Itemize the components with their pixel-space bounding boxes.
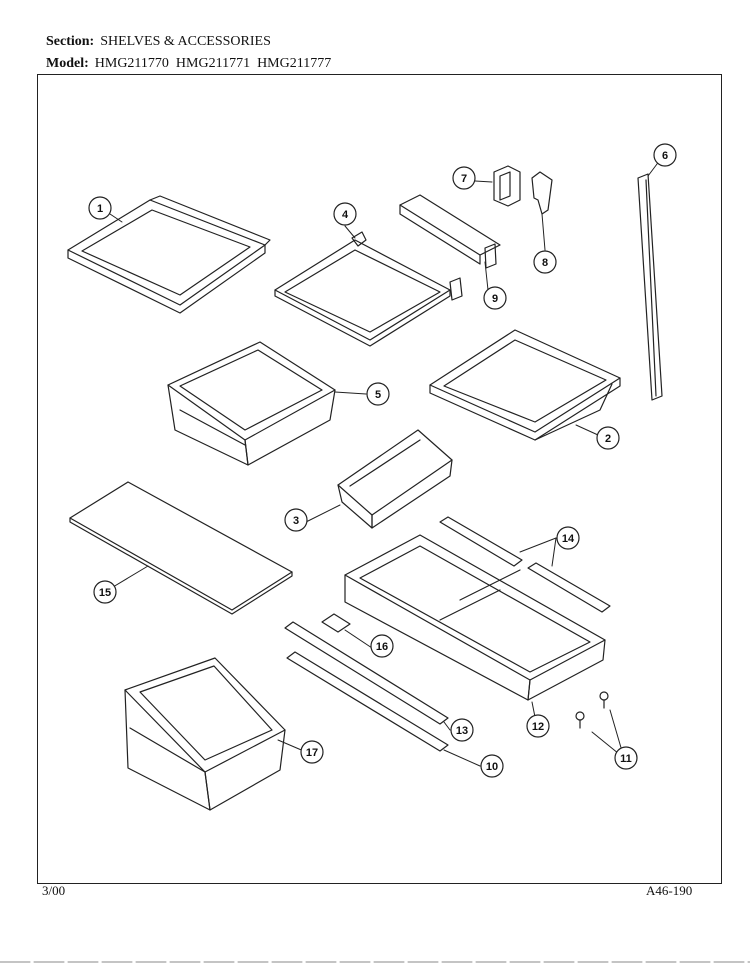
part-9-shelf-rail — [399, 194, 501, 269]
part-17-deli-drawer — [124, 657, 286, 811]
callout-5: 5 — [366, 382, 390, 406]
svg-text:12: 12 — [532, 721, 544, 733]
callout-9: 9 — [483, 286, 507, 310]
part-4-wire-tray-shelf — [274, 231, 463, 347]
revision-date: 3/00 — [42, 883, 66, 898]
part-3-door-bin — [337, 429, 453, 529]
part-13-long-rail — [284, 621, 449, 725]
svg-text:3: 3 — [293, 515, 299, 527]
svg-text:2: 2 — [605, 433, 611, 445]
section-heading: Section: SHELVES & ACCESSORIES — [46, 34, 271, 50]
model-value: HMG211770 HMG211771 HMG211777 — [94, 56, 332, 71]
svg-text:9: 9 — [492, 293, 498, 305]
part-11-screws — [575, 691, 609, 729]
part-8-bracket — [531, 171, 553, 215]
section-value: SHELVES & ACCESSORIES — [100, 34, 271, 49]
part-5-crisper-drawer — [167, 341, 336, 466]
callout-4: 4 — [333, 202, 357, 226]
part-1-glass-shelf — [67, 195, 271, 314]
part-2-cantilever-shelf — [429, 329, 621, 441]
part-7-clip — [493, 165, 521, 207]
svg-text:13: 13 — [456, 725, 468, 737]
callout-12: 12 — [526, 714, 550, 738]
model-label: Model: — [46, 56, 89, 71]
callout-11: 11 — [614, 746, 638, 770]
callout-3: 3 — [284, 508, 308, 532]
svg-text:6: 6 — [662, 150, 668, 162]
svg-text:1: 1 — [97, 203, 103, 215]
callout-17: 17 — [300, 740, 324, 764]
diagram-code: A46-190 — [646, 883, 693, 898]
section-label: Section: — [46, 34, 95, 49]
part-15-glass-panel — [69, 481, 293, 615]
part-10-long-rail — [286, 651, 449, 752]
svg-text:17: 17 — [306, 747, 318, 759]
callout-8: 8 — [533, 250, 557, 274]
part-6-ladder-rail — [637, 173, 663, 401]
svg-text:4: 4 — [342, 209, 349, 221]
svg-text:8: 8 — [542, 257, 548, 269]
callouts: 1 2 3 4 5 6 7 8 9 10 11 12 13 14 15 16 1… — [88, 143, 677, 778]
part-12-crisper-cover — [344, 534, 606, 701]
svg-text:16: 16 — [376, 641, 388, 653]
svg-text:14: 14 — [562, 533, 575, 545]
callout-13: 13 — [450, 718, 474, 742]
callout-14: 14 — [556, 526, 580, 550]
callout-7: 7 — [452, 166, 476, 190]
svg-text:7: 7 — [461, 173, 467, 185]
diagram-frame — [37, 74, 722, 884]
svg-text:11: 11 — [620, 753, 632, 765]
svg-text:15: 15 — [99, 587, 111, 599]
part-16-small-clip — [321, 613, 351, 633]
callout-16: 16 — [370, 634, 394, 658]
callout-2: 2 — [596, 426, 620, 450]
svg-text:5: 5 — [375, 389, 381, 401]
part-14-slide-rails — [439, 516, 611, 613]
callout-6: 6 — [653, 143, 677, 167]
callout-15: 15 — [93, 580, 117, 604]
svg-text:10: 10 — [486, 761, 498, 773]
model-heading: Model: HMG211770 HMG211771 HMG211777 — [46, 56, 331, 72]
callout-10: 10 — [480, 754, 504, 778]
callout-1: 1 — [88, 196, 112, 220]
